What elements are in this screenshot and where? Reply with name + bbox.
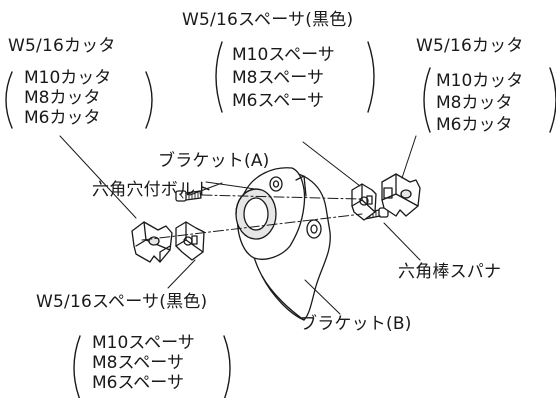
list-item: M6スペーサ bbox=[232, 91, 324, 111]
right-spacer-part bbox=[351, 183, 377, 221]
left-cutter-list: M10カッタ M8カッタ M6カッタ bbox=[24, 68, 111, 128]
list-item: M6スペーサ bbox=[92, 373, 184, 393]
list-item: M10スペーサ bbox=[92, 333, 195, 353]
top-spacer-title: W5/16スペーサ(黒色) bbox=[182, 10, 354, 30]
right-cutter-title: W5/16カッタ bbox=[416, 36, 524, 56]
hex-bolt-label: 六角穴付ボルト bbox=[92, 180, 213, 200]
list-item: M10スペーサ bbox=[232, 45, 335, 65]
list-item: M10カッタ bbox=[24, 68, 112, 88]
right-cutter-list: M10カッタ M8カッタ M6カッタ bbox=[436, 70, 523, 136]
top-spacer-list: M10スペーサ M8スペーサ M6スペーサ bbox=[232, 44, 335, 113]
bracket-a-label: ブラケット(A) bbox=[158, 151, 270, 171]
hex-socket-bolt-part bbox=[175, 190, 202, 202]
list-item: M8カッタ bbox=[436, 93, 513, 113]
hex-wrench-label: 六角棒スパナ bbox=[398, 262, 502, 282]
left-cutter-part bbox=[131, 221, 173, 263]
bottom-spacer-title: W5/16スペーサ(黒色) bbox=[36, 292, 208, 312]
list-item: M8スペーサ bbox=[92, 353, 184, 373]
list-item: M8カッタ bbox=[24, 88, 101, 108]
right-cutter-part bbox=[381, 173, 421, 217]
left-spacer-part bbox=[175, 221, 205, 261]
bottom-spacer-list: M10スペーサ M8スペーサ M6スペーサ bbox=[92, 333, 195, 393]
list-item: M8スペーサ bbox=[232, 68, 324, 88]
left-cutter-title: W5/16カッタ bbox=[8, 36, 116, 56]
list-item: M10カッタ bbox=[436, 71, 524, 91]
list-item: M6カッタ bbox=[24, 108, 101, 128]
bracket-b-label: ブラケット(B) bbox=[300, 314, 412, 334]
list-item: M6カッタ bbox=[436, 115, 513, 135]
